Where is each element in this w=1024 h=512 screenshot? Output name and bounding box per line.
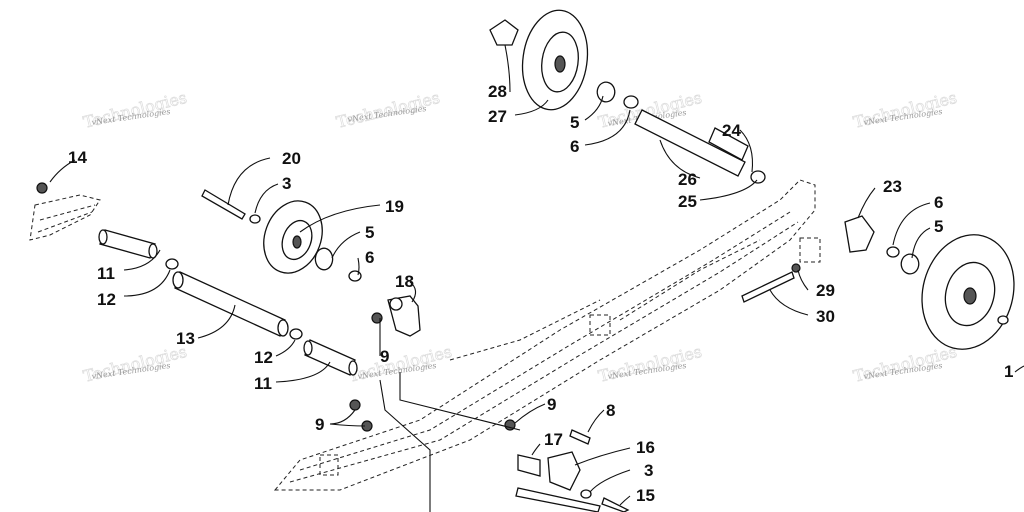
callout-28: 28 xyxy=(488,82,507,101)
callout-8: 8 xyxy=(606,401,615,420)
callout-9: 9 xyxy=(380,347,389,366)
callout-labels: 14 11 12 13 12 11 20 3 19 5 6 18 9 9 9 8… xyxy=(68,82,1013,505)
callout-17: 17 xyxy=(544,430,563,449)
callout-6: 6 xyxy=(934,193,943,212)
callout-9: 9 xyxy=(315,415,324,434)
callout-3: 3 xyxy=(644,461,653,480)
callout-11: 11 xyxy=(97,264,115,283)
callout-14: 14 xyxy=(68,148,87,167)
lower-bracket xyxy=(515,451,630,512)
callout-12: 12 xyxy=(97,290,116,309)
callout-6: 6 xyxy=(365,248,374,267)
callout-1: 1 xyxy=(1004,362,1013,381)
callout-25: 25 xyxy=(678,192,697,211)
callout-15: 15 xyxy=(636,486,655,505)
callout-16: 16 xyxy=(636,438,655,457)
callout-30: 30 xyxy=(816,307,835,326)
callout-11: 11 xyxy=(254,374,272,393)
callout-24: 24 xyxy=(722,121,741,140)
watermarks: Technologies vNext Technologies Technolo… xyxy=(81,87,959,386)
leader-lines xyxy=(49,44,1024,512)
callout-19: 19 xyxy=(385,197,404,216)
idler-wheel-right xyxy=(741,215,1015,350)
callout-18: 18 xyxy=(395,272,414,291)
left-axle-assembly xyxy=(36,182,358,376)
callout-23: 23 xyxy=(883,177,902,196)
idler-wheel-top xyxy=(489,9,766,184)
callout-6: 6 xyxy=(570,137,579,156)
slide-rail-frame xyxy=(29,179,821,491)
callout-3: 3 xyxy=(282,174,291,193)
callout-5: 5 xyxy=(934,217,943,236)
callout-27: 27 xyxy=(488,107,507,126)
callout-5: 5 xyxy=(365,223,374,242)
callout-5: 5 xyxy=(570,113,579,132)
callout-29: 29 xyxy=(816,281,835,300)
callout-9: 9 xyxy=(547,395,556,414)
callout-12: 12 xyxy=(254,348,273,367)
callout-13: 13 xyxy=(176,329,195,348)
idler-wheel-left xyxy=(201,189,362,282)
callout-26: 26 xyxy=(678,170,697,189)
callout-20: 20 xyxy=(282,149,301,168)
